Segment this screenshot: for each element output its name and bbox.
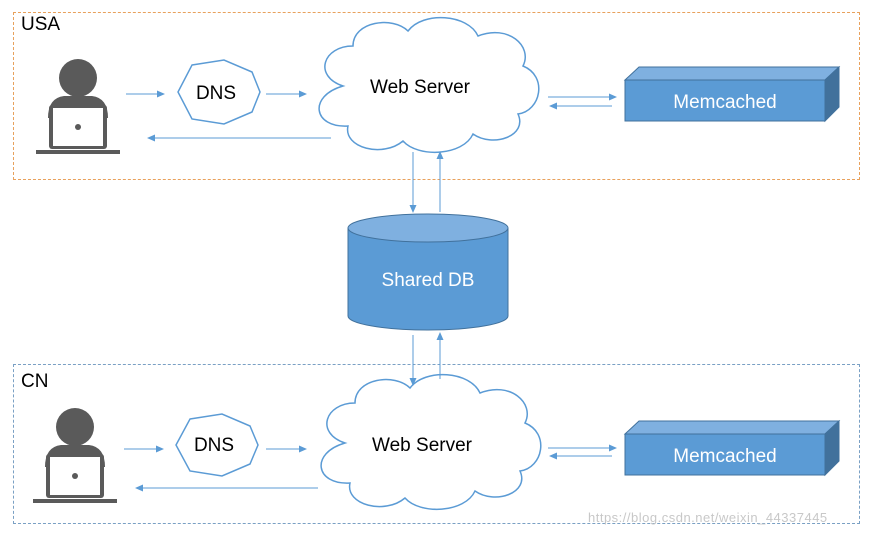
- region-cn: [13, 364, 860, 524]
- watermark-text: https://blog.csdn.net/weixin_44337445: [588, 510, 828, 525]
- usa-memcached-label: Memcached: [673, 92, 777, 113]
- region-usa-label: USA: [21, 14, 61, 35]
- usa-dns-label: DNS: [196, 83, 236, 104]
- cn-memcached-node: Memcached: [623, 419, 841, 477]
- shared-db-label: Shared DB: [382, 270, 475, 291]
- cn-dns-label: DNS: [194, 435, 234, 456]
- cn-web-server-label: Web Server: [372, 435, 473, 456]
- usa-memcached-node: Memcached: [623, 65, 841, 123]
- region-cn-label: CN: [21, 371, 49, 392]
- cn-dns-node: DNS: [175, 413, 259, 477]
- usa-web-server-label: Web Server: [370, 77, 471, 98]
- cn-memcached-label: Memcached: [673, 446, 777, 467]
- usa-dns-node: DNS: [177, 59, 261, 125]
- usa-user-icon: [36, 59, 120, 154]
- shared-db-node: Shared DB: [347, 213, 509, 331]
- region-usa: [13, 12, 860, 180]
- cn-user-icon: [33, 408, 117, 503]
